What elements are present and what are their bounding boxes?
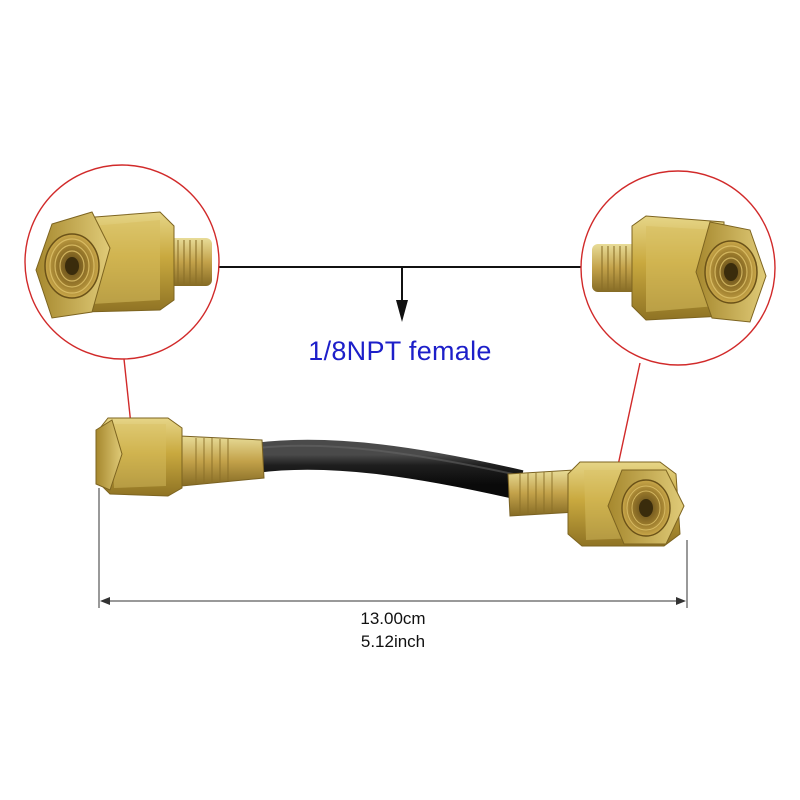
hose-assembly [95, 417, 685, 547]
zoom-callout-left [24, 164, 220, 360]
zoom-callout-right [580, 170, 776, 366]
callout-leader-line [205, 266, 598, 322]
length-cm-label: 13.00cm [360, 609, 426, 628]
dimension-line [98, 488, 688, 608]
thread-spec-label: 1/8NPT female [308, 336, 492, 366]
length-inch-label: 5.12inch [360, 632, 426, 651]
